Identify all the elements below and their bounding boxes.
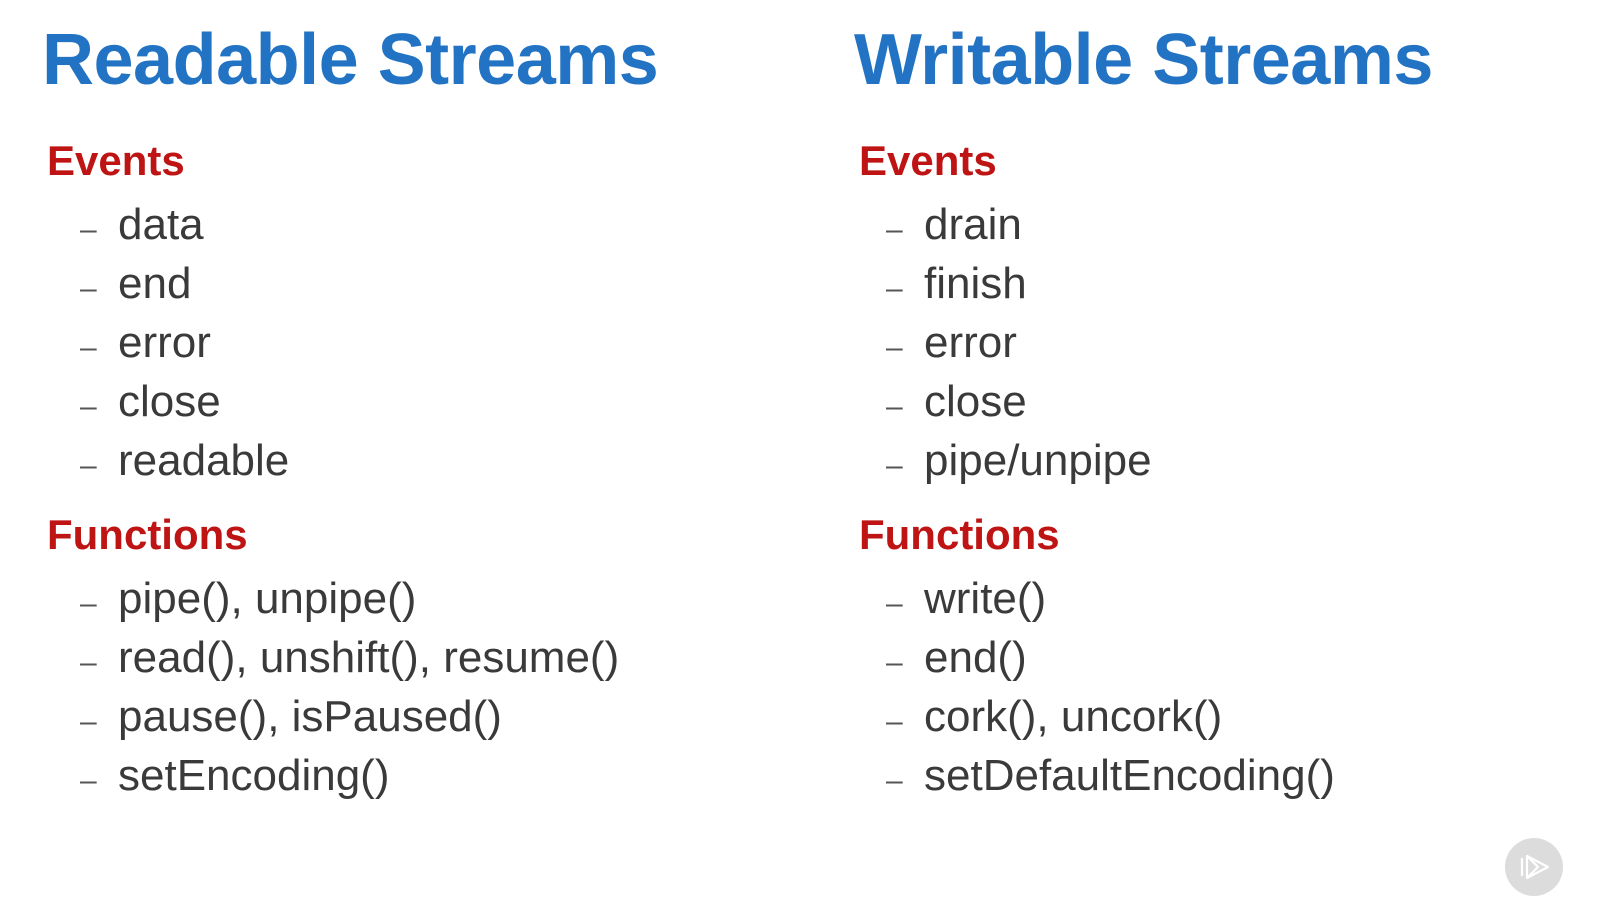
column-readable-streams: Readable Streams Events – data – end – e…	[0, 20, 800, 810]
list-item-label: readable	[118, 436, 290, 485]
dash-bullet-icon: –	[886, 449, 903, 482]
page-title-writable-streams: Writable Streams	[854, 20, 1433, 100]
list-item: – data	[80, 200, 800, 259]
list-item-label: pipe(), unpipe()	[118, 574, 417, 623]
list-item: – cork(), uncork()	[886, 692, 1600, 751]
list-item: – readable	[80, 436, 800, 495]
list-item: – error	[80, 318, 800, 377]
dash-bullet-icon: –	[80, 272, 97, 305]
dash-bullet-icon: –	[80, 764, 97, 797]
section-heading-events: Events	[47, 137, 185, 184]
list-item: – close	[886, 377, 1600, 436]
dash-bullet-icon: –	[80, 449, 97, 482]
section-writable-functions: Functions – write() – end() – cork(), un…	[806, 514, 1600, 810]
list-item: – pipe(), unpipe()	[80, 574, 800, 633]
list-readable-functions: – pipe(), unpipe() – read(), unshift(), …	[80, 574, 800, 810]
list-item-label: end()	[924, 633, 1027, 682]
list-item-label: end	[118, 259, 192, 308]
dash-bullet-icon: –	[80, 331, 97, 364]
dash-bullet-icon: –	[80, 587, 97, 620]
section-heading-functions: Functions	[47, 511, 248, 558]
list-item: – write()	[886, 574, 1600, 633]
list-item-label: read(), unshift(), resume()	[118, 633, 620, 682]
play-triangle-icon	[1505, 838, 1563, 896]
list-item: – close	[80, 377, 800, 436]
list-item: – setEncoding()	[80, 751, 800, 810]
list-item-label: error	[924, 318, 1017, 367]
dash-bullet-icon: –	[886, 705, 903, 738]
list-item: – drain	[886, 200, 1600, 259]
list-item: – pause(), isPaused()	[80, 692, 800, 751]
list-item-label: pause(), isPaused()	[118, 692, 502, 741]
section-heading-functions: Functions	[859, 511, 1060, 558]
list-item-label: drain	[924, 200, 1022, 249]
dash-bullet-icon: –	[80, 213, 97, 246]
dash-bullet-icon: –	[80, 646, 97, 679]
list-writable-functions: – write() – end() – cork(), uncork() – s…	[886, 574, 1600, 810]
column-writable-streams: Writable Streams Events – drain – finish…	[806, 0, 1600, 920]
dash-bullet-icon: –	[886, 390, 903, 423]
list-item-label: setDefaultEncoding()	[924, 751, 1335, 800]
list-item-label: close	[924, 377, 1027, 426]
list-item: – error	[886, 318, 1600, 377]
list-item: – finish	[886, 259, 1600, 318]
dash-bullet-icon: –	[886, 587, 903, 620]
dash-bullet-icon: –	[886, 331, 903, 364]
list-item-label: pipe/unpipe	[924, 436, 1152, 485]
list-item: – end()	[886, 633, 1600, 692]
section-readable-events: Events – data – end – error – close	[0, 140, 800, 495]
list-item-label: close	[118, 377, 221, 426]
dash-bullet-icon: –	[886, 646, 903, 679]
list-item: – pipe/unpipe	[886, 436, 1600, 495]
section-readable-functions: Functions – pipe(), unpipe() – read(), u…	[0, 514, 800, 810]
dash-bullet-icon: –	[886, 272, 903, 305]
list-item: – read(), unshift(), resume()	[80, 633, 800, 692]
list-item-label: data	[118, 200, 204, 249]
dash-bullet-icon: –	[80, 390, 97, 423]
list-item: – end	[80, 259, 800, 318]
dash-bullet-icon: –	[886, 764, 903, 797]
list-readable-events: – data – end – error – close – readabl	[80, 200, 800, 495]
section-heading-events: Events	[859, 137, 997, 184]
list-item-label: write()	[924, 574, 1047, 623]
section-writable-events: Events – drain – finish – error – close	[806, 140, 1600, 495]
list-item-label: cork(), uncork()	[924, 692, 1223, 741]
list-item-label: finish	[924, 259, 1027, 308]
dash-bullet-icon: –	[886, 213, 903, 246]
list-item: – setDefaultEncoding()	[886, 751, 1600, 810]
list-writable-events: – drain – finish – error – close – pip	[886, 200, 1600, 495]
list-item-label: setEncoding()	[118, 751, 390, 800]
list-item-label: error	[118, 318, 211, 367]
page-title-readable-streams: Readable Streams	[42, 20, 659, 100]
dash-bullet-icon: –	[80, 705, 97, 738]
